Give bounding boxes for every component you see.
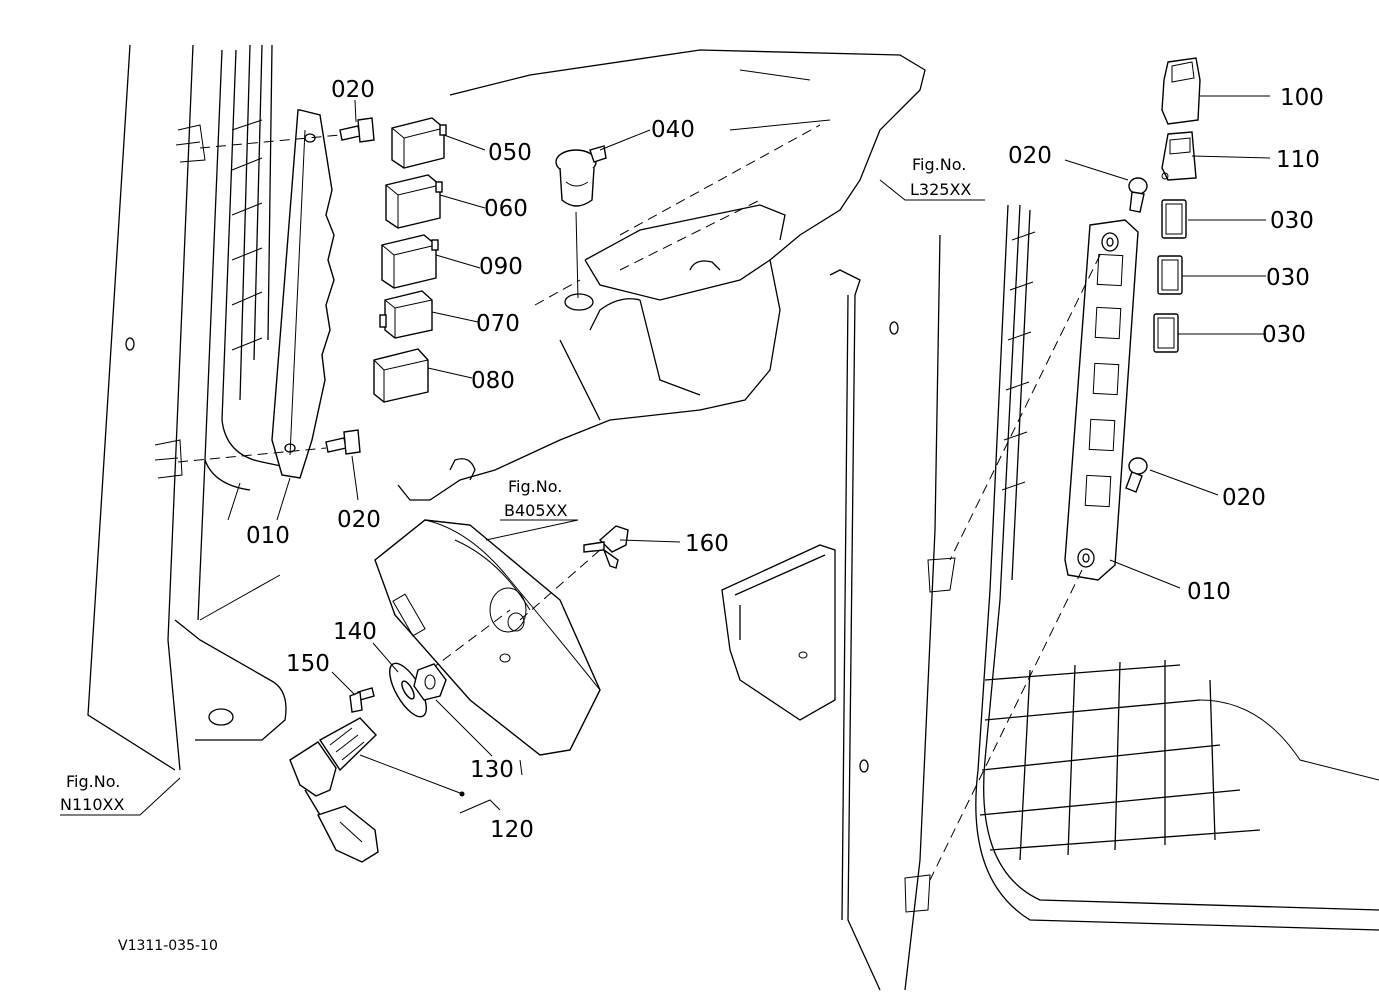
callout-100: 100 [1280, 85, 1324, 111]
right-weld-marks [904, 557, 956, 913]
cover-030-c [1153, 313, 1179, 353]
callout-080: 080 [471, 368, 515, 394]
figref-b405-code: B405XX [504, 501, 567, 520]
left-cab-panel [87, 44, 301, 771]
switch-050 [391, 117, 447, 169]
socket-040 [555, 145, 607, 299]
door-mesh-grid [979, 660, 1379, 861]
callout-020-right: 020 [1008, 143, 1052, 169]
bolt-020-top [339, 117, 375, 143]
nut-130 [413, 663, 447, 701]
callout-labels: 020 050 040 060 090 070 080 010 020 160 … [246, 77, 1324, 843]
callout-030-c: 030 [1262, 322, 1306, 348]
drawing-id: V1311-035-10 [118, 938, 218, 954]
console-structure [397, 49, 926, 501]
hardware-weld-marks [154, 124, 206, 479]
callout-140: 140 [333, 619, 377, 645]
key-160 [583, 525, 629, 569]
switch-110 [1161, 131, 1197, 181]
leader-lines [60, 95, 1271, 816]
figref-n110-code: N110XX [60, 795, 124, 814]
cover-030-a [1161, 199, 1187, 239]
figure-references: Fig.No. L325XX Fig.No. B405XX Fig.No. N1… [60, 155, 971, 814]
callout-130: 130 [470, 757, 514, 783]
figref-b405-label: Fig.No. [508, 477, 562, 496]
switch-060 [385, 174, 443, 229]
switch-080 [373, 348, 429, 403]
switch-panel-left [271, 109, 335, 479]
switch-panel-right [1064, 219, 1139, 581]
key-switch-housing [374, 519, 601, 756]
bolt-020-right [1128, 177, 1148, 213]
callout-120: 120 [490, 817, 534, 843]
callout-160: 160 [685, 531, 729, 557]
figref-n110-label: Fig.No. [66, 772, 120, 791]
callout-030-a: 030 [1270, 208, 1314, 234]
callout-150: 150 [286, 651, 330, 677]
cover-030-b [1157, 255, 1183, 295]
callout-110: 110 [1276, 147, 1320, 173]
callout-010-left: 010 [246, 523, 290, 549]
washer-140 [389, 662, 427, 718]
callout-070: 070 [476, 311, 520, 337]
switch-090 [381, 234, 439, 289]
callout-020-right-low: 020 [1222, 485, 1266, 511]
callout-010-right: 010 [1187, 579, 1231, 605]
switch-100 [1161, 57, 1201, 125]
callout-040: 040 [651, 117, 695, 143]
callout-030-b: 030 [1266, 265, 1310, 291]
callout-020-top: 020 [331, 77, 375, 103]
bolt-020-left [325, 429, 361, 455]
callout-020-left: 020 [337, 507, 381, 533]
bolt-020-right-low [1125, 457, 1148, 493]
callout-090: 090 [479, 254, 523, 280]
screw-150 [349, 687, 375, 713]
callout-050: 050 [488, 140, 532, 166]
callout-060: 060 [484, 196, 528, 222]
connector-harness-120 [289, 717, 379, 863]
switch-070 [379, 290, 433, 339]
right-door-panel [721, 204, 1379, 991]
figref-l325-code: L325XX [910, 180, 971, 199]
figref-l325-label: Fig.No. [912, 155, 966, 174]
